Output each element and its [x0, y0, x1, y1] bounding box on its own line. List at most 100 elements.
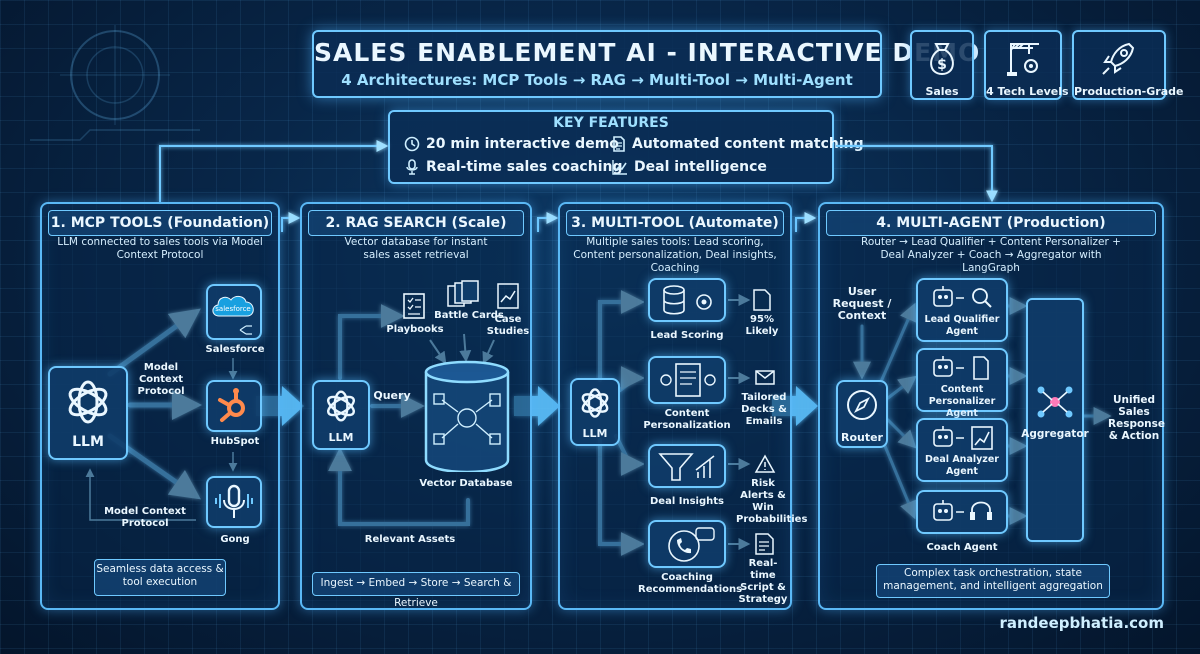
- compass-icon: [847, 390, 877, 420]
- svg-text:$: $: [937, 57, 947, 73]
- hub-network-icon: [1037, 386, 1073, 418]
- coaching-label: Coaching Recommendations: [638, 572, 743, 595]
- router-label: Router: [840, 431, 883, 444]
- column-description: LLM connected to sales tools via Model C…: [57, 236, 263, 261]
- openai-logo-icon: [581, 388, 609, 418]
- coach-agent-label: Coach Agent: [926, 542, 998, 553]
- vector-database-label: Vector Database: [419, 478, 513, 489]
- openai-logo-icon: [327, 390, 355, 422]
- robot-search-icon: [933, 286, 992, 308]
- column-footer: Complex task orchestration, state manage…: [876, 564, 1110, 598]
- mcp-label: Model Context Protocol: [104, 506, 186, 529]
- playbooks-label: Playbooks: [386, 324, 444, 335]
- router-node: Router: [836, 380, 888, 448]
- badge-production-grade: Production-Grade: [1072, 30, 1183, 100]
- hubspot-node: [206, 380, 262, 432]
- warning-icon: [754, 454, 776, 473]
- column-footer: Seamless data access & tool execution: [94, 559, 226, 596]
- badge-label: Production-Grade: [1074, 85, 1184, 98]
- case-studies-label: Case Studies: [486, 314, 530, 337]
- title-panel: SALES ENABLEMENT AI - INTERACTIVE DEMO 4…: [312, 30, 981, 98]
- battle-cards-label: Battle Cards: [434, 310, 504, 321]
- document-icon: [613, 136, 625, 152]
- lead-result-label: 95% Likely: [745, 314, 779, 337]
- column-title: 1. MCP TOOLS (Foundation): [48, 210, 272, 236]
- hud-decoration: [30, 25, 200, 141]
- coaching-result-label: Real-time Script & Strategy: [738, 558, 788, 605]
- email-icon: [755, 370, 775, 385]
- content-result-label: Tailored Decks & Emails: [741, 392, 787, 427]
- feature-label: 20 min interactive demo: [426, 136, 619, 152]
- deal-result-label: Risk Alerts & Win Probabilities: [736, 478, 808, 525]
- agent-label: Deal Analyzer Agent: [925, 454, 999, 477]
- mcp-label: Model Context Protocol: [137, 362, 185, 397]
- feature-label: Deal intelligence: [634, 159, 767, 175]
- robot-document-icon: [933, 356, 989, 380]
- robot-headset-icon: [933, 500, 992, 521]
- money-bag-icon: $: [930, 43, 954, 76]
- funnel-chart-icon: [658, 453, 715, 481]
- aggregator-label: Aggregator: [1021, 428, 1089, 440]
- badge-sales: $ Sales: [910, 30, 974, 100]
- salesforce-cloud-icon: salesforce: [212, 295, 254, 317]
- feature-label: Real-time sales coaching: [426, 159, 623, 175]
- lead-scoring-node: [648, 278, 726, 322]
- relevant-assets-label: Relevant Assets: [364, 534, 456, 545]
- key-features-panel: KEY FEATURES 20 min interactive demo Aut…: [388, 110, 864, 184]
- content-document-icon: [660, 363, 716, 397]
- script-doc-icon: [755, 533, 774, 555]
- column-footer: Ingest → Embed → Store → Search & Retrie…: [312, 572, 520, 609]
- trend-chart-icon: [612, 160, 627, 175]
- aggregator-node: Aggregator: [1021, 298, 1089, 542]
- feature-label: Automated content matching: [632, 136, 864, 152]
- coach-agent-node: [916, 490, 1008, 534]
- crane-gear-icon: [1007, 43, 1039, 76]
- playbooks-icon: [403, 293, 425, 319]
- feature-item: 20 min interactive demo: [404, 136, 619, 152]
- badge-tech-levels: 4 Tech Levels: [984, 30, 1069, 100]
- column-description: Vector database for instant sales asset …: [344, 236, 488, 261]
- vector-database-icon: [424, 360, 510, 472]
- query-label: Query: [373, 389, 411, 402]
- lead-qualifier-agent-node: Lead Qualifier Agent: [916, 278, 1008, 342]
- llm-label: LLM: [72, 434, 104, 450]
- openai-logo-icon: [68, 380, 108, 424]
- phone-chat-icon: [668, 527, 715, 562]
- rocket-icon: [1102, 42, 1135, 75]
- score-doc-icon: [753, 289, 771, 311]
- database-gear-icon: [663, 285, 712, 315]
- deal-insights-node: [648, 444, 726, 488]
- content-personalization-label: Content Personalization: [643, 408, 731, 431]
- coaching-node: [648, 520, 726, 568]
- microphone-waveform-icon: [215, 484, 253, 518]
- site-url[interactable]: randeepbhatia.com: [999, 614, 1164, 632]
- llm-label: LLM: [328, 431, 354, 444]
- case-studies-icon: [497, 283, 519, 309]
- page-title: SALES ENABLEMENT AI - INTERACTIVE DEMO: [314, 38, 981, 67]
- llm-node: LLM: [570, 378, 620, 446]
- deal-analyzer-agent-node: Deal Analyzer Agent: [916, 418, 1008, 482]
- llm-node: LLM: [48, 366, 128, 460]
- content-personalization-node: [648, 356, 726, 404]
- battle-cards-icon: [447, 280, 479, 307]
- lead-scoring-label: Lead Scoring: [650, 330, 724, 341]
- microphone-icon: [406, 159, 418, 175]
- feature-item: Real-time sales coaching: [404, 159, 622, 175]
- salesforce-node: salesforce: [206, 284, 262, 340]
- column-title: 2. RAG SEARCH (Scale): [308, 210, 524, 236]
- column-description: Router → Lead Qualifier + Content Person…: [861, 236, 1121, 274]
- key-features-title: KEY FEATURES: [553, 115, 669, 131]
- salesforce-label: Salesforce: [205, 344, 265, 355]
- agent-label: Content Personalizer Agent: [928, 384, 996, 419]
- gong-node: [206, 476, 262, 528]
- deal-insights-label: Deal Insights: [650, 496, 724, 507]
- badge-label: 4 Tech Levels: [986, 85, 1069, 98]
- content-personalizer-agent-node: Content Personalizer Agent: [916, 348, 1008, 419]
- llm-label: LLM: [582, 427, 608, 440]
- hubspot-label: HubSpot: [210, 436, 260, 447]
- feature-item: Deal intelligence: [612, 159, 767, 175]
- page-subtitle: 4 Architectures: MCP Tools → RAG → Multi…: [341, 71, 853, 89]
- column-title: 4. MULTI-AGENT (Production): [826, 210, 1156, 236]
- agent-label: Lead Qualifier Agent: [924, 314, 1000, 337]
- llm-node: LLM: [312, 380, 370, 450]
